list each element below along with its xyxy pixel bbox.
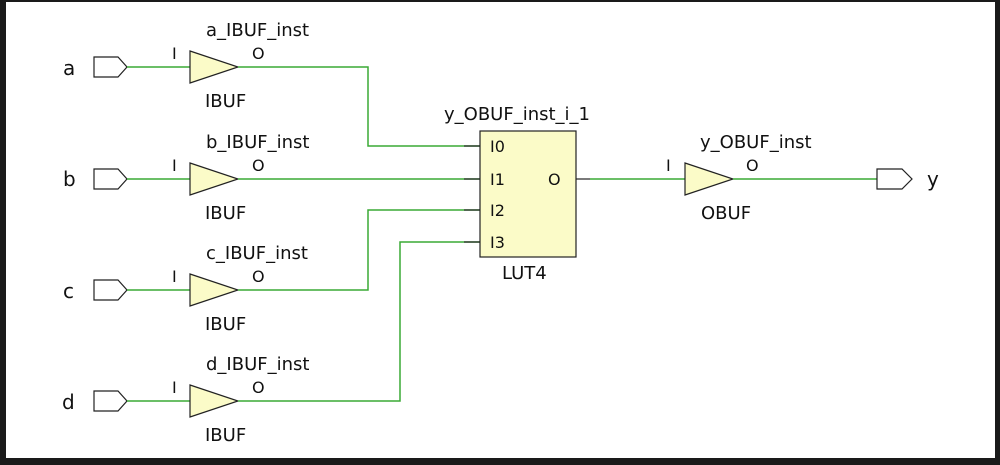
output-port-y[interactable] <box>876 168 913 190</box>
net-d-ibuf[interactable] <box>238 241 480 402</box>
input-port-c[interactable] <box>93 279 128 301</box>
lut4-cell[interactable] <box>479 130 577 258</box>
net-a-ibuf[interactable] <box>238 66 480 147</box>
obuf[interactable] <box>684 162 735 196</box>
input-group-b: b b_IBUF_inst I O IBUF <box>63 132 480 224</box>
lut-pin-i3: I3 <box>490 233 505 252</box>
port-label-c: c <box>63 279 74 303</box>
port-label-y: y <box>927 167 939 191</box>
ibuf-d[interactable] <box>189 384 240 418</box>
input-group-a: a a_IBUF_inst I O IBUF <box>63 20 480 147</box>
ibuf-pin-out-c: O <box>252 267 265 286</box>
ibuf-type-a: IBUF <box>205 91 246 112</box>
port-label-d: d <box>62 390 75 414</box>
obuf-pin-in: I <box>666 156 671 175</box>
lut-pin-i1: I1 <box>490 170 505 189</box>
ibuf-pin-in-a: I <box>172 44 177 63</box>
lut-pin-out: O <box>548 170 561 189</box>
ibuf-b[interactable] <box>189 162 240 196</box>
port-label-a: a <box>63 56 75 80</box>
ibuf-inst-label-c: c_IBUF_inst <box>206 243 308 264</box>
lut-pin-i0: I0 <box>490 137 505 156</box>
lut-inst-label: y_OBUF_inst_i_1 <box>444 104 590 125</box>
input-port-d[interactable] <box>93 390 128 412</box>
input-group-d: d d_IBUF_inst I O IBUF <box>62 241 480 446</box>
ibuf-type-b: IBUF <box>205 203 246 224</box>
ibuf-c[interactable] <box>189 273 240 307</box>
obuf-type-label: OBUF <box>701 203 751 224</box>
ibuf-pin-out-a: O <box>252 44 265 63</box>
input-port-b[interactable] <box>93 168 128 190</box>
port-label-b: b <box>63 167 76 191</box>
net-c-ibuf[interactable] <box>238 209 480 291</box>
ibuf-inst-label-b: b_IBUF_inst <box>206 132 309 153</box>
obuf-inst-label: y_OBUF_inst <box>700 132 812 153</box>
schematic-svg: a a_IBUF_inst I O IBUF b b_IBUF_inst I O… <box>62 20 939 446</box>
ibuf-pin-out-b: O <box>252 156 265 175</box>
input-port-a[interactable] <box>93 56 128 78</box>
schematic-canvas: a a_IBUF_inst I O IBUF b b_IBUF_inst I O… <box>6 2 995 458</box>
lut-group: y_OBUF_inst_i_1 I0 I1 I2 I3 O LUT4 <box>444 104 590 284</box>
ibuf-pin-in-d: I <box>172 378 177 397</box>
ibuf-pin-in-b: I <box>172 156 177 175</box>
ibuf-pin-in-c: I <box>172 267 177 286</box>
output-group-y: y_OBUF_inst I O OBUF y <box>590 132 939 224</box>
ibuf-inst-label-a: a_IBUF_inst <box>206 20 309 41</box>
ibuf-a[interactable] <box>189 50 240 84</box>
lut-type-label: LUT4 <box>502 263 547 284</box>
ibuf-inst-label-d: d_IBUF_inst <box>206 354 309 375</box>
input-group-c: c c_IBUF_inst I O IBUF <box>63 209 480 335</box>
lut-pin-i2: I2 <box>490 201 505 220</box>
ibuf-type-d: IBUF <box>205 425 246 446</box>
obuf-pin-out: O <box>746 156 759 175</box>
ibuf-type-c: IBUF <box>205 314 246 335</box>
ibuf-pin-out-d: O <box>252 378 265 397</box>
